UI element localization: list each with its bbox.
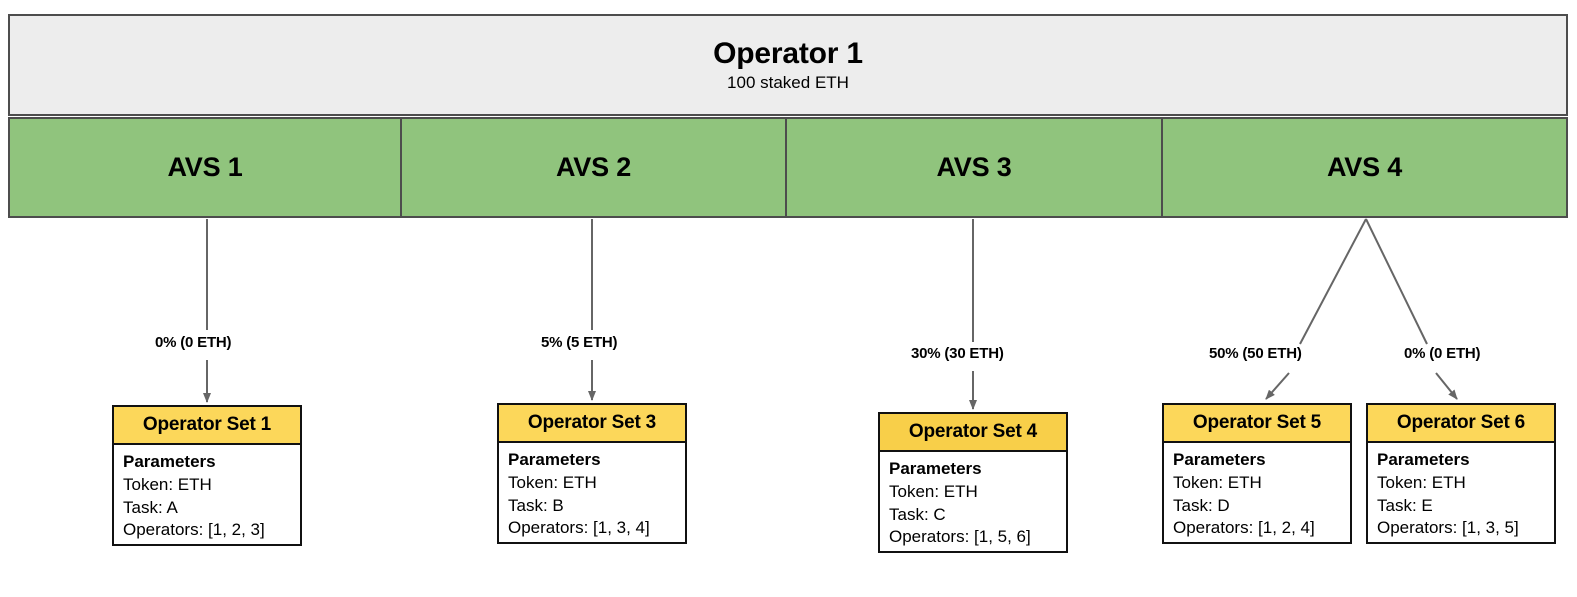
- operator-title: Operator 1: [713, 36, 863, 70]
- operator-set-title-1: Operator Set 1: [114, 407, 300, 445]
- operator-set-card-1[interactable]: Operator Set 1 Parameters Token: ETH Tas…: [112, 405, 302, 546]
- edge-label-avs3: 30% (30 ETH): [911, 345, 1004, 362]
- operator-stake: 100 staked ETH: [727, 73, 849, 93]
- edge-label-avs4-right: 0% (0 ETH): [1404, 345, 1481, 362]
- operator-set-title-3: Operator Set 3: [499, 405, 685, 443]
- operator-set-title-5: Operator Set 5: [1164, 405, 1350, 443]
- edge-label-avs2: 5% (5 ETH): [541, 334, 618, 351]
- parameters-label-6: Parameters: [1377, 450, 1470, 469]
- operators-line-3: Operators: [1, 3, 4]: [508, 518, 650, 538]
- operators-line-4: Operators: [1, 5, 6]: [889, 527, 1031, 547]
- task-line-1: Task: A: [123, 497, 178, 517]
- operator-set-body-6: Parameters Token: ETH Task: E Operators:…: [1368, 443, 1554, 548]
- avs-cell-2[interactable]: AVS 2: [402, 119, 787, 216]
- operator-set-card-5[interactable]: Operator Set 5 Parameters Token: ETH Tas…: [1162, 403, 1352, 544]
- operator-box: Operator 1 100 staked ETH: [8, 14, 1568, 116]
- operator-set-body-5: Parameters Token: ETH Task: D Operators:…: [1164, 443, 1350, 548]
- operator-set-card-3[interactable]: Operator Set 3 Parameters Token: ETH Tas…: [497, 403, 687, 544]
- parameters-label-1: Parameters: [123, 452, 216, 471]
- edge-label-avs1: 0% (0 ETH): [155, 334, 232, 351]
- operators-line-6: Operators: [1, 3, 5]: [1377, 518, 1519, 538]
- operators-line-5: Operators: [1, 2, 4]: [1173, 518, 1315, 538]
- token-line-3: Token: ETH: [508, 472, 597, 492]
- operator-set-body-4: Parameters Token: ETH Task: C Operators:…: [880, 452, 1066, 557]
- operator-set-title-6: Operator Set 6: [1368, 405, 1554, 443]
- avs-label-4: AVS 4: [1326, 152, 1403, 182]
- operator-set-title-4: Operator Set 4: [880, 414, 1066, 452]
- avs-cell-4[interactable]: AVS 4: [1163, 119, 1566, 216]
- avs-label-3: AVS 3: [936, 152, 1012, 182]
- token-line-4: Token: ETH: [889, 481, 978, 501]
- parameters-label-5: Parameters: [1173, 450, 1266, 469]
- token-line-1: Token: ETH: [123, 474, 212, 494]
- task-line-5: Task: D: [1173, 495, 1230, 515]
- task-line-6: Task: E: [1377, 495, 1433, 515]
- parameters-label-3: Parameters: [508, 450, 601, 469]
- operator-set-body-1: Parameters Token: ETH Task: A Operators:…: [114, 445, 300, 550]
- task-line-3: Task: B: [508, 495, 564, 515]
- task-line-4: Task: C: [889, 504, 946, 524]
- operators-line-1: Operators: [1, 2, 3]: [123, 520, 265, 540]
- token-line-6: Token: ETH: [1377, 472, 1466, 492]
- avs-row: AVS 1 AVS 2 AVS 3 AVS 4: [8, 117, 1568, 218]
- avs-cell-1[interactable]: AVS 1: [10, 119, 402, 216]
- token-line-5: Token: ETH: [1173, 472, 1262, 492]
- avs-label-2: AVS 2: [555, 152, 632, 182]
- avs-label-1: AVS 1: [167, 152, 243, 182]
- operator-set-card-4[interactable]: Operator Set 4 Parameters Token: ETH Tas…: [878, 412, 1068, 553]
- operator-set-body-3: Parameters Token: ETH Task: B Operators:…: [499, 443, 685, 548]
- edge-label-avs4-left: 50% (50 ETH): [1209, 345, 1302, 362]
- avs-cell-3[interactable]: AVS 3: [787, 119, 1163, 216]
- parameters-label-4: Parameters: [889, 459, 982, 478]
- operator-set-card-6[interactable]: Operator Set 6 Parameters Token: ETH Tas…: [1366, 403, 1556, 544]
